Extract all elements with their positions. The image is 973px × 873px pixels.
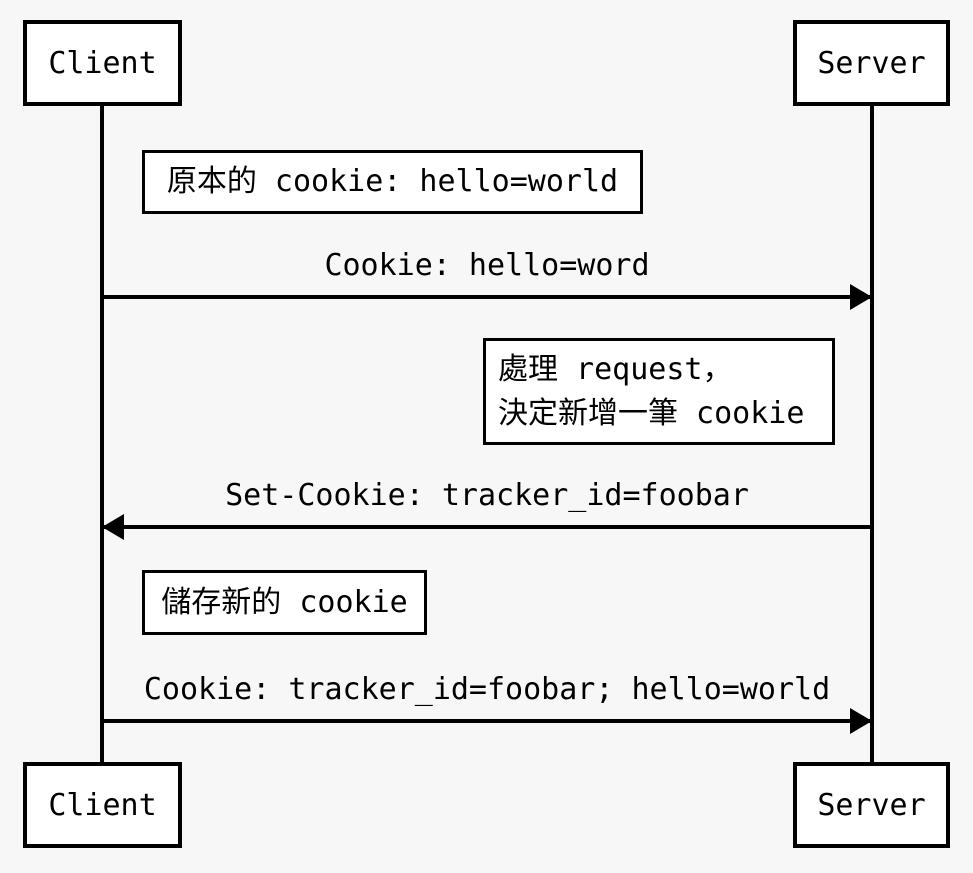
message-label: Cookie: hello=word bbox=[324, 247, 650, 283]
client-lifeline bbox=[100, 106, 104, 762]
message-line bbox=[102, 719, 872, 723]
actor-label-server: Server bbox=[817, 45, 926, 81]
note-original-cookie: 原本的 cookie: hello=world bbox=[142, 150, 643, 214]
actor-label-server: Server bbox=[817, 787, 926, 823]
note-text: 處理 request， 決定新增一筆 cookie bbox=[498, 352, 805, 431]
arrowhead-right-icon bbox=[850, 284, 872, 310]
message-label: Set-Cookie: tracker_id=foobar bbox=[225, 477, 749, 513]
message-set-cookie-response: Set-Cookie: tracker_id=foobar bbox=[102, 470, 872, 540]
message-cookie-with-tracker: Cookie: tracker_id=foobar; hello=world bbox=[102, 664, 872, 734]
message-line bbox=[102, 295, 872, 299]
message-line bbox=[102, 525, 872, 529]
actor-box-client-bottom: Client bbox=[23, 762, 182, 848]
actor-label-client: Client bbox=[48, 45, 157, 81]
arrowhead-left-icon bbox=[102, 514, 124, 540]
arrowhead-right-icon bbox=[850, 708, 872, 734]
actor-box-client-top: Client bbox=[23, 20, 182, 106]
note-store-cookie: 儲存新的 cookie bbox=[142, 570, 427, 635]
note-text: 儲存新的 cookie bbox=[161, 584, 408, 620]
server-lifeline bbox=[870, 106, 874, 762]
actor-box-server-top: Server bbox=[793, 20, 950, 106]
actor-label-client: Client bbox=[48, 787, 157, 823]
message-cookie-request: Cookie: hello=word bbox=[102, 240, 872, 310]
message-label: Cookie: tracker_id=foobar; hello=world bbox=[143, 671, 831, 707]
note-text: 原本的 cookie: hello=world bbox=[166, 164, 619, 200]
actor-box-server-bottom: Server bbox=[793, 762, 950, 848]
note-server-processing: 處理 request， 決定新增一筆 cookie bbox=[483, 338, 835, 445]
